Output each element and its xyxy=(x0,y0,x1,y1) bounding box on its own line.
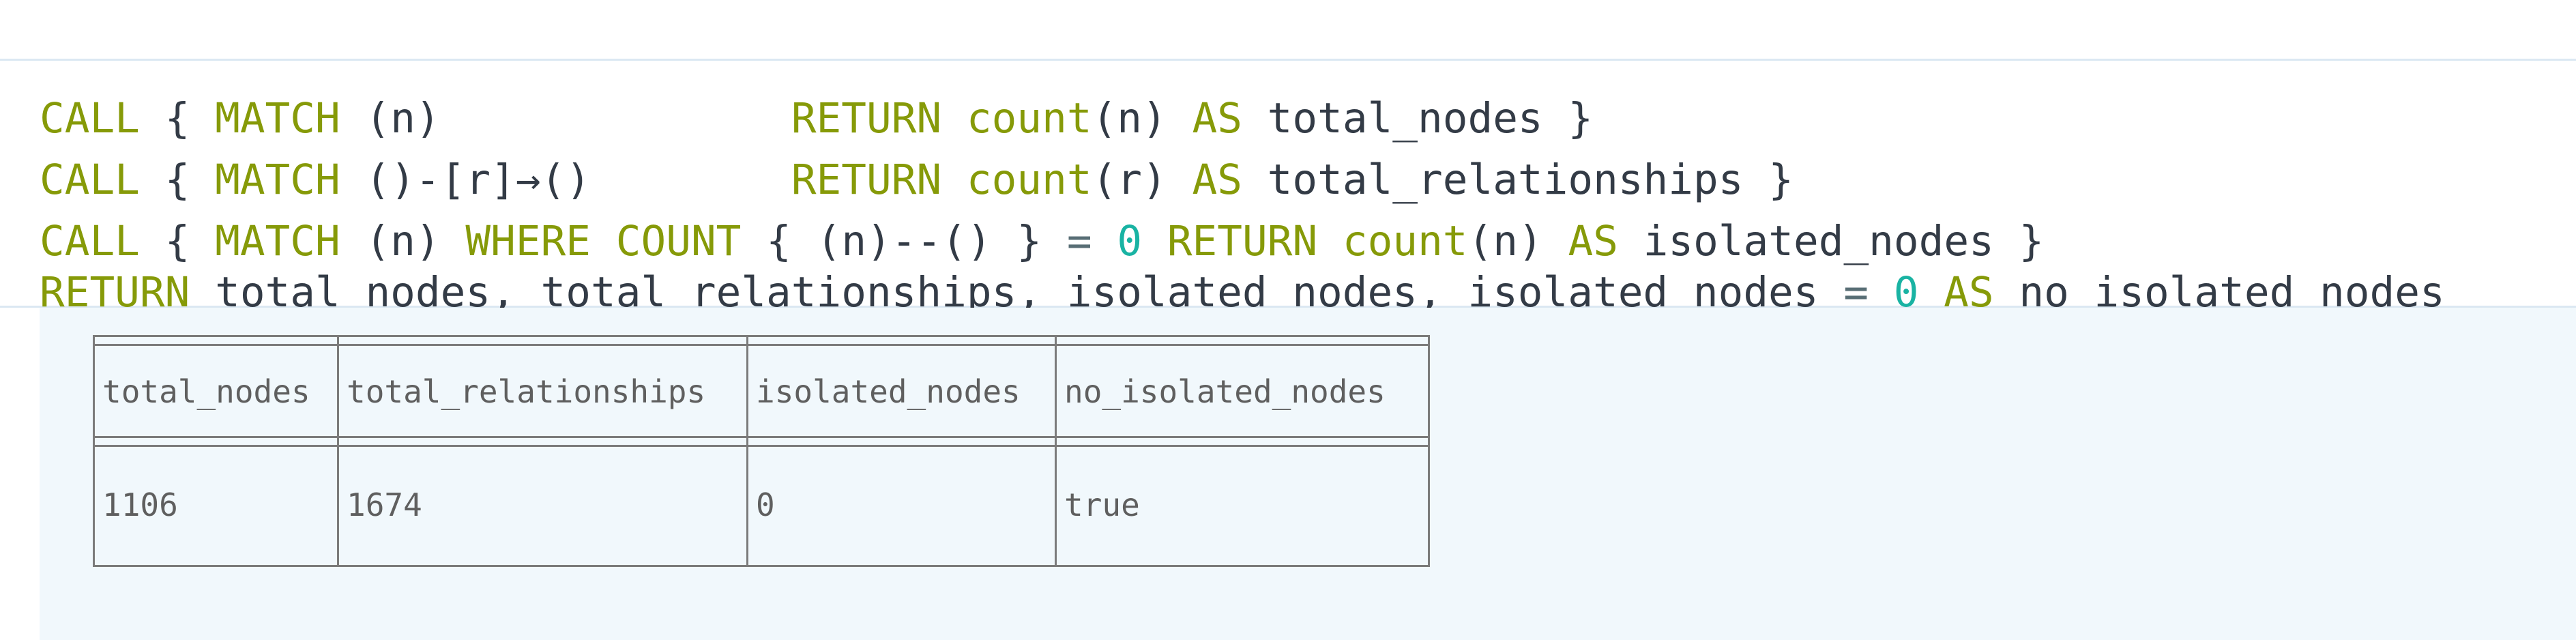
result-table: total_nodes total_relationships isolated… xyxy=(93,335,1430,567)
subquery: { (n)--() } xyxy=(766,217,1042,265)
query-line-1: CALL { MATCH (n) RETURN count(n) AS tota… xyxy=(40,88,1593,149)
brace: } xyxy=(1568,94,1594,143)
function-count: count xyxy=(1342,217,1468,265)
column-header-total-nodes: total_nodes xyxy=(102,373,310,410)
return-fields: total_nodes, total_relationships, isolat… xyxy=(215,268,1819,317)
function-arg: (r) xyxy=(1092,156,1167,204)
function-arg: (n) xyxy=(1467,217,1543,265)
pattern: (n) xyxy=(365,94,441,143)
column-header-no-isolated-nodes: no_isolated_nodes xyxy=(1064,373,1386,410)
query-line-3: CALL { MATCH (n) WHERE COUNT { (n)--() }… xyxy=(40,211,2044,272)
keyword-return: RETURN xyxy=(40,268,190,317)
cell-isolated-nodes: 0 xyxy=(756,486,775,523)
keyword-where: WHERE xyxy=(465,217,591,265)
pattern: (n) xyxy=(365,217,441,265)
column-divider xyxy=(93,335,95,567)
brace: } xyxy=(2019,217,2045,265)
query-line-4: RETURN total_nodes, total_relationships,… xyxy=(40,272,2445,313)
brace: { xyxy=(164,156,190,204)
result-panel: total_nodes total_relationships isolated… xyxy=(40,308,2576,640)
column-divider xyxy=(1428,335,1430,567)
query-line-2: CALL { MATCH ()-[r]→() RETURN count(r) A… xyxy=(40,149,1794,211)
function-count: count xyxy=(966,156,1092,204)
brace: { xyxy=(164,217,190,265)
function-arg: (n) xyxy=(1092,94,1167,143)
alias: isolated_nodes xyxy=(1643,217,1994,265)
alias: no_isolated_nodes xyxy=(2019,268,2445,317)
keyword-as: AS xyxy=(1944,268,1994,317)
keyword-call: CALL xyxy=(40,156,140,204)
keyword-match: MATCH xyxy=(215,94,340,143)
keyword-return: RETURN xyxy=(1167,217,1318,265)
alias: total_nodes xyxy=(1267,94,1543,143)
column-header-total-relationships: total_relationships xyxy=(347,373,706,410)
keyword-count: COUNT xyxy=(615,217,742,265)
operator-equals: = xyxy=(1066,217,1092,265)
keyword-match: MATCH xyxy=(215,156,340,204)
cell-total-relationships: 1674 xyxy=(347,486,422,523)
keyword-call: CALL xyxy=(40,94,140,143)
table-top-border xyxy=(93,335,1430,346)
keyword-match: MATCH xyxy=(215,217,340,265)
column-divider xyxy=(1055,335,1057,567)
keyword-as: AS xyxy=(1568,217,1618,265)
number-literal: 0 xyxy=(1893,268,1919,317)
keyword-return: RETURN xyxy=(791,94,942,143)
function-count: count xyxy=(966,94,1092,143)
column-header-isolated-nodes: isolated_nodes xyxy=(756,373,1021,410)
query-editor[interactable]: CALL { MATCH (n) RETURN count(n) AS tota… xyxy=(0,59,2576,313)
pattern: ()-[r]→() xyxy=(365,156,591,204)
number-literal: 0 xyxy=(1117,217,1143,265)
column-divider xyxy=(746,335,748,567)
table-bottom-border xyxy=(93,565,1430,567)
keyword-call: CALL xyxy=(40,217,140,265)
column-divider xyxy=(337,335,339,567)
alias: total_relationships xyxy=(1267,156,1744,204)
keyword-as: AS xyxy=(1192,94,1242,143)
brace: { xyxy=(164,94,190,143)
brace: } xyxy=(1768,156,1794,204)
cell-total-nodes: 1106 xyxy=(102,486,178,523)
keyword-return: RETURN xyxy=(791,156,942,204)
keyword-as: AS xyxy=(1192,156,1242,204)
cell-no-isolated-nodes: true xyxy=(1064,486,1140,523)
table-header-separator xyxy=(93,436,1430,447)
operator-equals: = xyxy=(1843,268,1869,317)
